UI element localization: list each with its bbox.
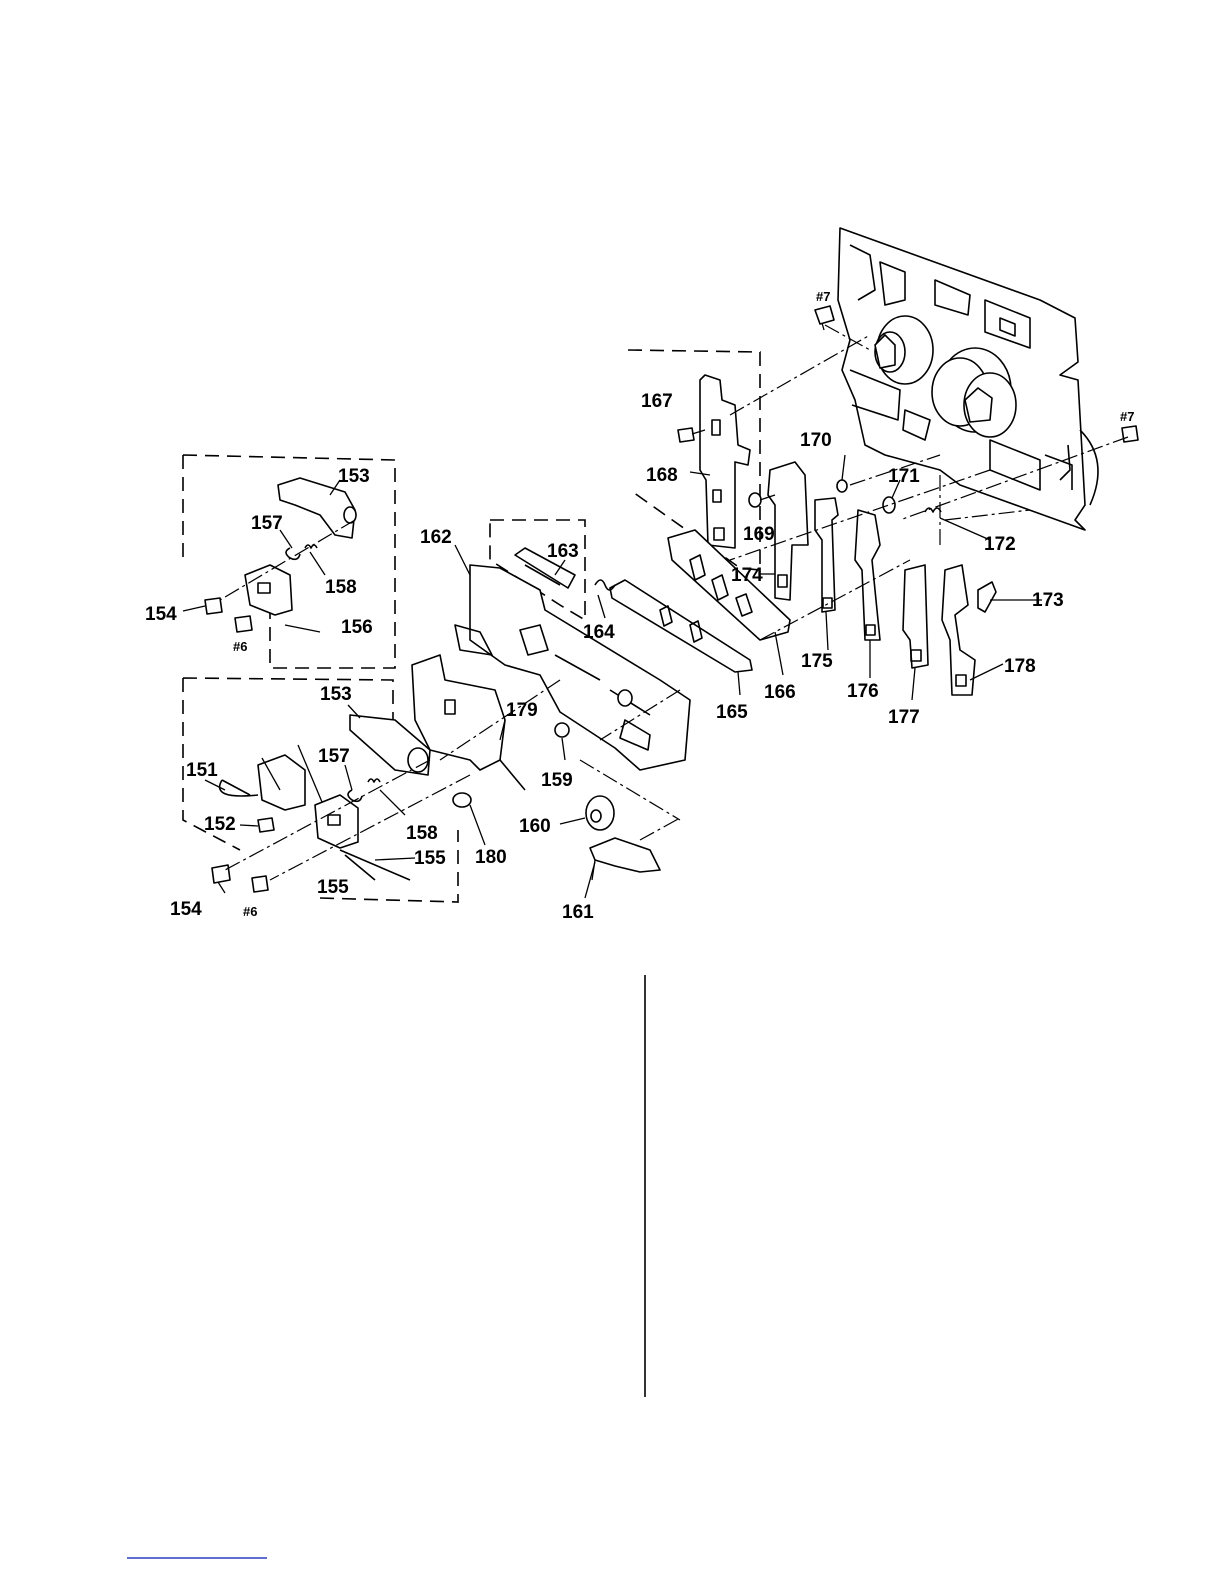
- label-156: 156: [341, 617, 373, 638]
- screw-7-left: [815, 306, 834, 330]
- label-151: 151: [186, 760, 218, 781]
- label-155-b: 155: [317, 877, 349, 898]
- label-173: 173: [1032, 590, 1064, 611]
- part-6-screw-lower: [252, 876, 268, 892]
- label-screw-7-right: #7: [1120, 409, 1134, 424]
- label-162: 162: [420, 527, 452, 548]
- label-155-a: 155: [414, 848, 446, 869]
- screw-7-right: [1122, 426, 1138, 442]
- part-154-screw-upper: [205, 598, 222, 614]
- label-177: 177: [888, 707, 920, 728]
- part-155-wires: [340, 850, 410, 880]
- part-160-pinch-roller: [586, 796, 614, 830]
- label-175: 175: [801, 651, 833, 672]
- part-180-bushing: [453, 793, 471, 807]
- part-161-pinch-arm: [590, 838, 660, 880]
- label-screw-6-upper: #6: [233, 639, 247, 654]
- label-176: 176: [847, 681, 879, 702]
- label-178: 178: [1004, 656, 1036, 677]
- part-158-spring-upper: [305, 545, 317, 548]
- part-168-slide-plate: [700, 375, 750, 548]
- part-171-bushing: [883, 497, 895, 513]
- part-172-spring: [925, 508, 941, 512]
- label-166: 166: [764, 682, 796, 703]
- label-153-upper: 153: [338, 466, 370, 487]
- label-169: 169: [743, 524, 775, 545]
- part-173-spring-clip: [978, 582, 996, 612]
- label-172: 172: [984, 534, 1016, 555]
- main-chassis: [838, 228, 1098, 530]
- label-163: 163: [547, 541, 579, 562]
- label-159: 159: [541, 770, 573, 791]
- label-screw-7-left: #7: [816, 289, 830, 304]
- label-168: 168: [646, 465, 678, 486]
- label-167: 167: [641, 391, 673, 412]
- part-158-spring-lower: [368, 779, 380, 782]
- part-153-head-bracket-upper: [278, 478, 356, 538]
- part-151-motor: [220, 755, 305, 810]
- label-screw-6-lower: #6: [243, 904, 257, 919]
- label-157-upper: 157: [251, 513, 283, 534]
- part-176-plate: [855, 510, 880, 640]
- part-177-plate: [903, 565, 928, 668]
- label-152: 152: [204, 814, 236, 835]
- label-164: 164: [583, 622, 615, 643]
- label-158-upper: 158: [325, 577, 357, 598]
- part-152-screw: [258, 818, 274, 832]
- label-179: 179: [506, 700, 538, 721]
- label-160: 160: [519, 816, 551, 837]
- part-159-washer: [555, 723, 569, 737]
- label-154-lower: 154: [170, 899, 202, 920]
- label-170: 170: [800, 430, 832, 451]
- part-175-plate: [815, 498, 838, 612]
- part-6-screw-upper: [235, 616, 252, 632]
- label-161: 161: [562, 902, 594, 923]
- part-170-washer: [837, 480, 847, 492]
- part-164-spring: [595, 580, 615, 590]
- part-154-screw-lower: [212, 865, 230, 883]
- part-178-plate: [942, 565, 975, 695]
- part-head-lower: [315, 795, 358, 848]
- label-180: 180: [475, 847, 507, 868]
- label-154-upper: 154: [145, 604, 177, 625]
- part-head-upper: [245, 565, 292, 615]
- label-153-lower: 153: [320, 684, 352, 705]
- label-174: 174: [731, 565, 763, 586]
- label-165: 165: [716, 702, 748, 723]
- label-158-lower: 158: [406, 823, 438, 844]
- label-171: 171: [888, 466, 920, 487]
- label-157-lower: 157: [318, 746, 350, 767]
